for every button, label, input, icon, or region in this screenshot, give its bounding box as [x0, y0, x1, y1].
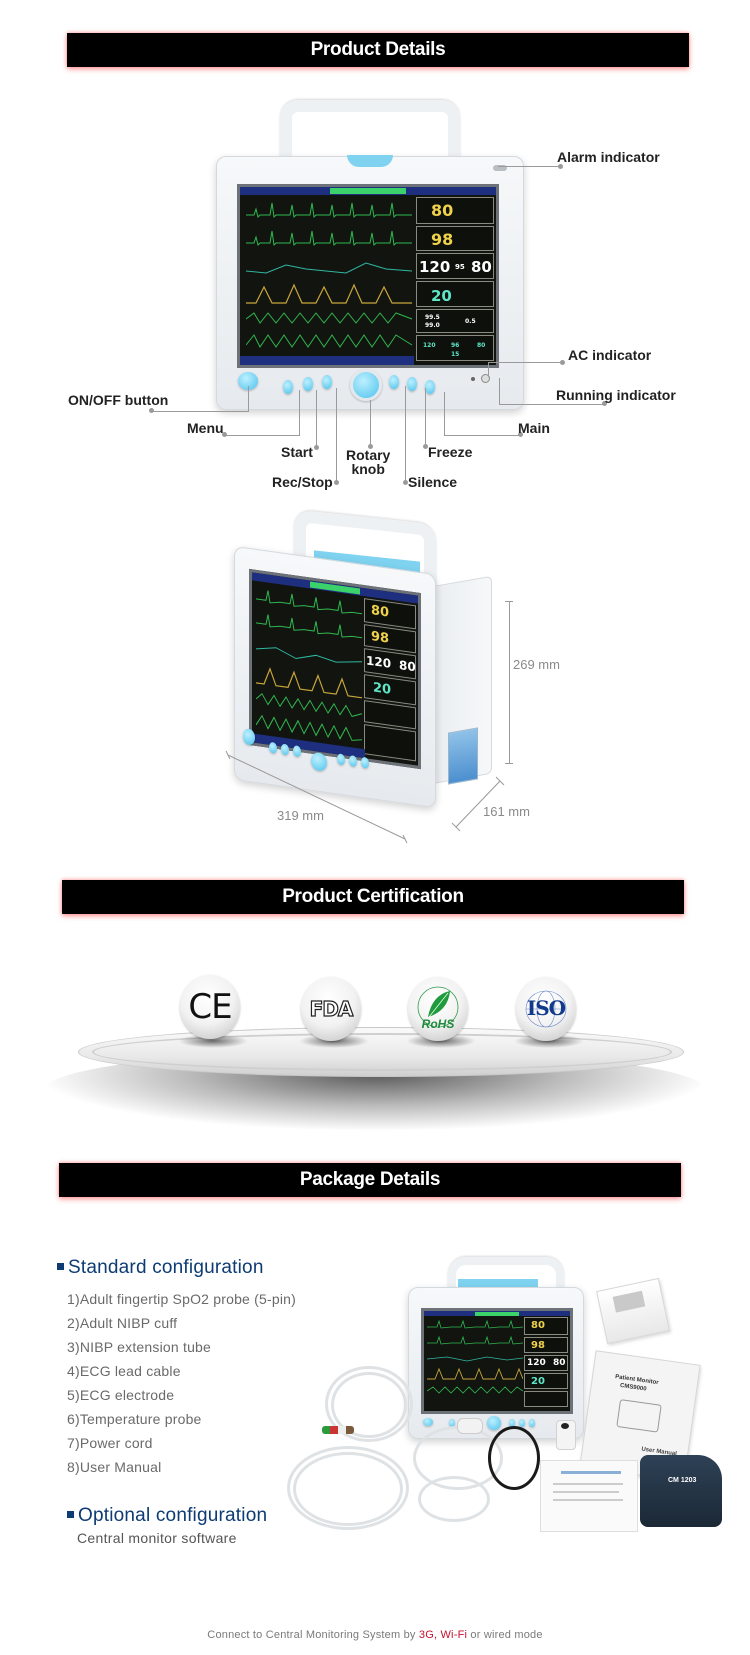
monitor-body: 80 98 120 95 80 20 99.5 99.0 0.5 120 96 …: [216, 155, 524, 410]
param-nibp: 120 95 80: [416, 253, 494, 279]
ce-mark-icon: CE: [180, 975, 240, 1039]
callout-alarm-indicator: Alarm indicator: [557, 149, 660, 165]
section-title: Package Details: [299, 1169, 441, 1190]
menu-button[interactable]: [283, 380, 293, 394]
ac-indicator-light: [471, 377, 475, 381]
callout-main: Main: [518, 420, 550, 436]
temperature-probe: [418, 1476, 490, 1522]
section-bar-package-details: Package Details: [59, 1163, 681, 1197]
callout-running-indicator: Running indicator: [556, 387, 676, 403]
monitor-screen: 80 98 120 80 20: [249, 568, 421, 770]
optional-configuration-heading: Optional configuration: [67, 1505, 267, 1527]
connectivity-highlight: 3G, Wi-Fi: [418, 1629, 468, 1641]
alarm-indicator-light: [493, 165, 507, 171]
param-temp: 99.5 99.0 0.5: [416, 309, 494, 333]
footer-connectivity-note: Connect to Central Monitoring System by …: [207, 1629, 543, 1641]
leaflet: [540, 1460, 638, 1532]
callout-on-off-button: ON/OFF button: [68, 392, 169, 408]
power-cord: [488, 1426, 540, 1490]
callout-start: Start: [281, 444, 313, 460]
on-off-button[interactable]: [238, 372, 258, 390]
callout-silence: Silence: [408, 474, 458, 490]
nibp-cuff: CM 1203: [640, 1455, 722, 1527]
globe-icon: [525, 990, 567, 1028]
section-bar-product-details: Product Details: [67, 33, 689, 67]
callout-ac-indicator: AC indicator: [568, 347, 652, 363]
waveforms: [246, 202, 413, 348]
leader-alarm: [498, 166, 560, 167]
freeze-button[interactable]: [407, 377, 417, 391]
accessory-box: [596, 1277, 670, 1345]
list-item: 8)User Manual: [67, 1459, 162, 1475]
section-bar-product-certification: Product Certification: [62, 880, 684, 914]
dim-label-width: 319 mm: [277, 808, 324, 823]
section-title: Product Certification: [282, 886, 464, 907]
dim-label-height: 269 mm: [513, 657, 560, 672]
rotary-knob[interactable]: [350, 369, 382, 401]
list-item: 7)Power cord: [67, 1435, 153, 1451]
bullet-square-icon: [67, 1511, 74, 1518]
dim-line-height: [509, 601, 510, 763]
callout-menu: Menu: [187, 420, 224, 436]
paper-roll: [556, 1420, 576, 1450]
ecg-lead-clips: [322, 1426, 354, 1434]
section-title: Product Details: [310, 39, 446, 60]
callout-freeze: Freeze: [428, 444, 473, 460]
list-item: 4)ECG lead cable: [67, 1363, 181, 1379]
spo2-finger-clip: [457, 1418, 483, 1434]
running-indicator-light: [481, 374, 490, 383]
rec-stop-button[interactable]: [322, 375, 332, 389]
iso-mark-icon: ISO: [516, 977, 576, 1041]
start-button[interactable]: [303, 377, 313, 391]
standard-configuration-list: 1)Adult fingertip SpO2 probe (5-pin) 2)A…: [67, 1287, 296, 1479]
optional-item: Central monitor software: [77, 1530, 237, 1546]
ecg-lead-cable: [325, 1366, 413, 1442]
param-ibp: 120 96 80 15: [416, 335, 494, 361]
param-resp: 20: [416, 281, 494, 307]
list-item: 6)Temperature probe: [67, 1411, 202, 1427]
list-item: 2)Adult NIBP cuff: [67, 1315, 178, 1331]
dim-lines-base: [225, 750, 505, 844]
bullet-square-icon: [57, 1263, 64, 1270]
main-button[interactable]: [425, 380, 435, 394]
silence-button[interactable]: [389, 375, 399, 389]
monitor-body: 80 98 120 80 20: [234, 545, 436, 809]
nibp-extension-tube: [287, 1446, 409, 1530]
list-item: 1)Adult fingertip SpO2 probe (5-pin): [67, 1291, 296, 1307]
callout-rec-stop: Rec/Stop: [272, 474, 333, 490]
standard-configuration-heading: Standard configuration: [57, 1257, 264, 1279]
rohs-mark-icon: RoHS: [408, 977, 468, 1041]
callout-rotary-knob: Rotary knob: [346, 447, 391, 477]
monitor-handle: [280, 100, 460, 172]
leaf-icon: [417, 986, 459, 1028]
fda-mark-icon: FDA: [301, 977, 361, 1041]
list-item: 3)NIBP extension tube: [67, 1339, 212, 1355]
monitor-screen: 80 98 120 95 80 20 99.5 99.0 0.5 120 96 …: [237, 184, 499, 368]
param-spo2: 98: [416, 226, 494, 251]
top-blue-tab: [347, 155, 393, 167]
list-item: 5)ECG electrode: [67, 1387, 175, 1403]
dim-label-depth: 161 mm: [483, 804, 530, 819]
param-hr: 80: [416, 197, 494, 224]
